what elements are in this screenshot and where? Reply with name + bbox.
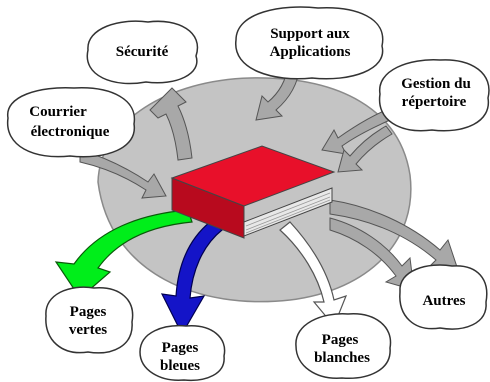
- bubble-pages-bleues: Pages bleues: [140, 326, 225, 381]
- label-support-line1: Support aux: [270, 26, 350, 42]
- bubble-pages-blanches: Pages blanches: [296, 314, 391, 378]
- bubble-pages-vertes: Pages vertes: [46, 287, 133, 353]
- label-autres: Autres: [422, 293, 465, 309]
- label-pages-bleues-line1: Pages: [162, 340, 199, 356]
- bubble-support: Support aux Applications: [236, 7, 383, 79]
- bubble-securite: Sécurité: [87, 21, 197, 83]
- label-courrier-line2: électronique: [31, 124, 110, 140]
- label-pages-bleues-line2: bleues: [160, 358, 200, 374]
- label-gestion-line2: répertoire: [402, 94, 467, 110]
- label-pages-vertes-line2: vertes: [69, 322, 107, 338]
- label-courrier-line1: Courrier: [29, 104, 87, 120]
- label-pages-vertes-line1: Pages: [70, 304, 107, 320]
- bubble-gestion: Gestion du répertoire: [380, 60, 489, 131]
- bubble-autres: Autres: [400, 265, 487, 329]
- label-support-line2: Applications: [270, 44, 351, 60]
- label-pages-blanches-line2: blanches: [314, 350, 370, 366]
- label-securite: Sécurité: [116, 44, 169, 60]
- label-gestion-line1: Gestion du: [401, 76, 471, 92]
- bubble-courrier: Courrier électronique: [8, 88, 135, 157]
- label-pages-blanches-line1: Pages: [322, 332, 359, 348]
